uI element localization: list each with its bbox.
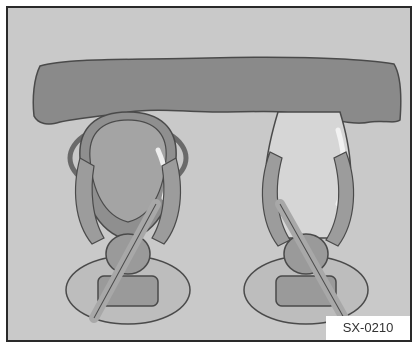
figure-code-label: SX-0210 (326, 316, 410, 340)
illustration-frame: SX-0210 (6, 6, 412, 342)
airbag-illustration (8, 8, 410, 340)
dashboard (33, 57, 401, 124)
driver-figure (66, 112, 190, 324)
passenger-figure (244, 112, 368, 324)
